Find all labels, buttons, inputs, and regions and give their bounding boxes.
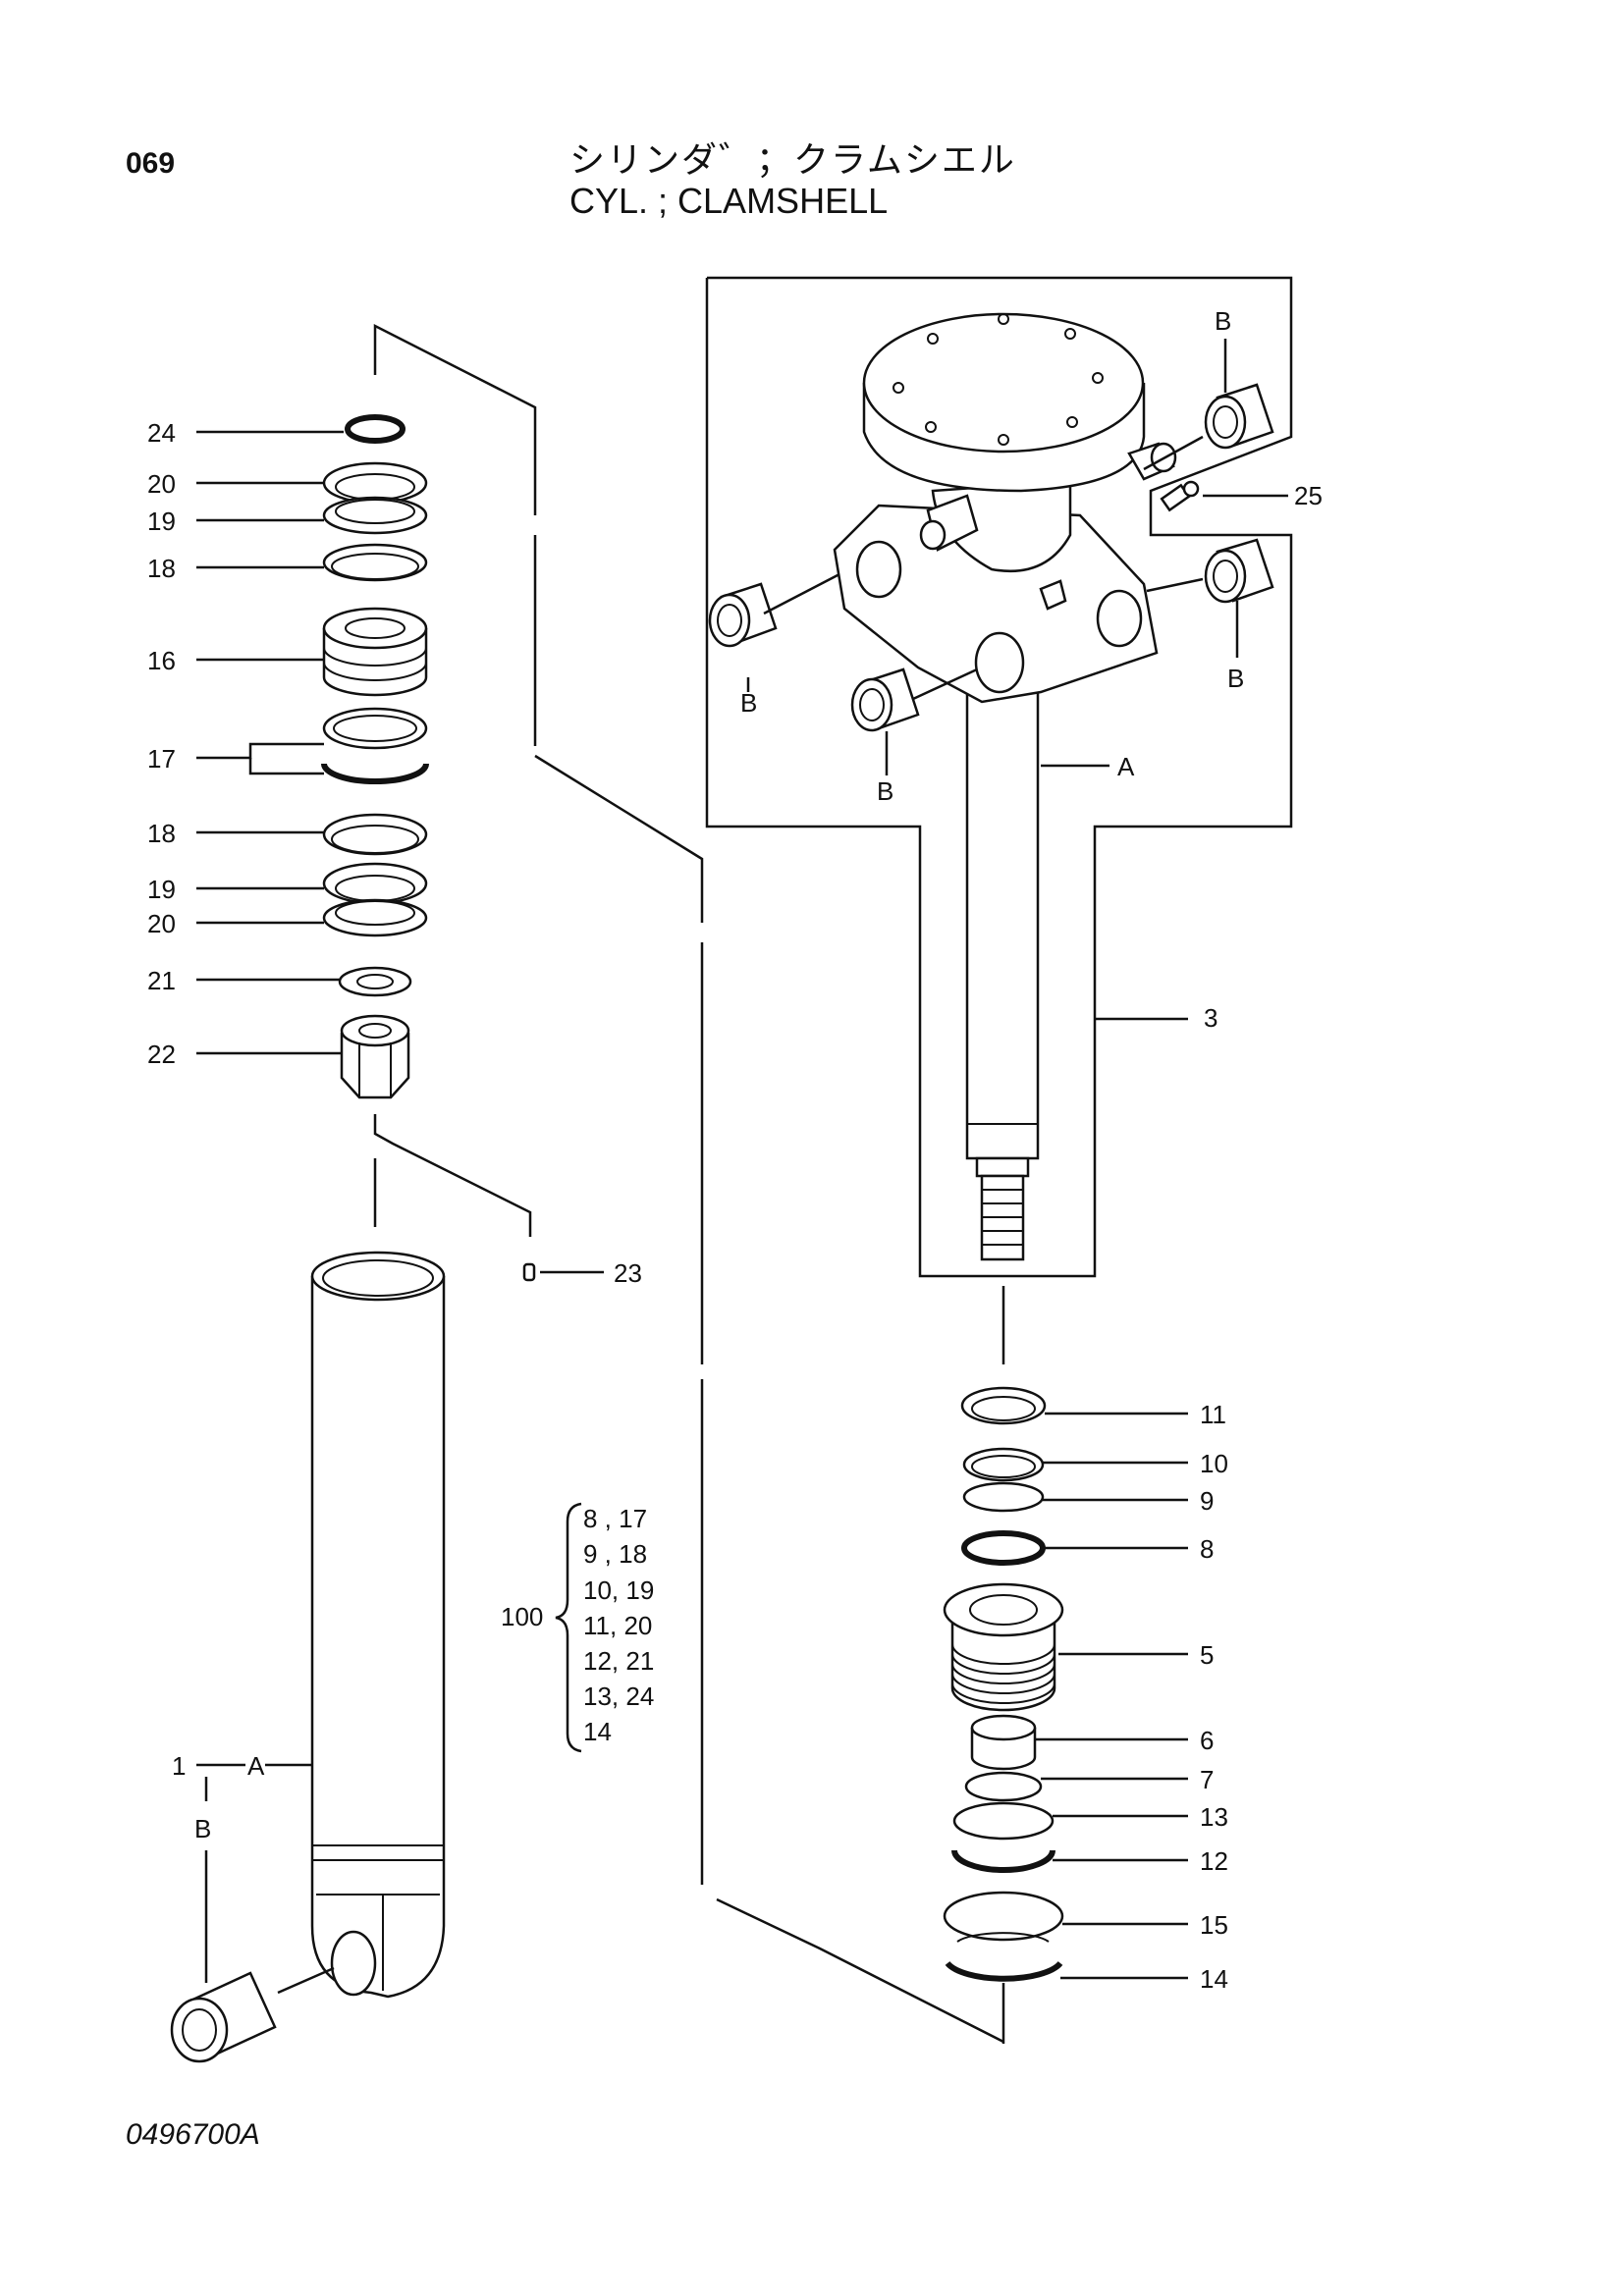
rod-group-outline xyxy=(705,276,1293,1278)
label-a: A xyxy=(1117,752,1135,781)
assembly-path-left xyxy=(373,323,1004,2044)
part-24-oring xyxy=(345,414,406,444)
part-19-seal-upper xyxy=(322,496,428,535)
labels-left: 24 20 19 18 16 17 18 19 20 21 22 23 1 A … xyxy=(147,418,642,1843)
part-8-ring xyxy=(961,1530,1046,1566)
rod-head-clevis xyxy=(833,479,1159,704)
part-7-ring xyxy=(964,1771,1043,1802)
part-25-grease-nipple xyxy=(1160,480,1200,512)
drawing-code: 0496700A xyxy=(126,2118,260,2151)
label-19: 19 xyxy=(147,875,176,904)
label-10: 10 xyxy=(1200,1449,1228,1478)
part-20-backup-ring-lower xyxy=(322,898,428,937)
part-16-piston xyxy=(322,607,428,697)
kit-row: 11, 20 xyxy=(583,1611,652,1640)
label-b: B xyxy=(1215,306,1231,336)
label-11: 11 xyxy=(1200,1400,1226,1429)
bushing-b-left-mid xyxy=(708,582,778,648)
part-21-washer xyxy=(338,966,412,997)
label-23: 23 xyxy=(614,1258,642,1288)
part-3-piston-rod xyxy=(965,666,1040,1261)
label-5: 5 xyxy=(1200,1640,1214,1670)
part-5-rod-cover xyxy=(943,1582,1064,1712)
part-9-ring xyxy=(962,1481,1045,1513)
label-b: B xyxy=(1227,664,1244,693)
kit-100-contents: 100 8 , 17 9 , 18 10, 19 11, 20 12, 21 1… xyxy=(501,1502,654,1753)
part-14-ring xyxy=(945,1960,1063,1982)
kit-row: 12, 21 xyxy=(583,1646,654,1676)
label-18: 18 xyxy=(147,554,176,583)
bushing-b-right-mid xyxy=(1204,538,1274,604)
part-1-cylinder-tube xyxy=(310,1251,446,1999)
link-nut-to-screw xyxy=(373,1114,532,1237)
label-22: 22 xyxy=(147,1040,176,1069)
part-12-ring xyxy=(951,1849,1055,1873)
label-1: 1 xyxy=(172,1751,186,1781)
label-20: 20 xyxy=(147,909,176,938)
label-16: 16 xyxy=(147,646,176,675)
label-25: 25 xyxy=(1294,481,1323,510)
label-15: 15 xyxy=(1200,1910,1228,1940)
part-19-seal-lower xyxy=(322,862,428,905)
part-18-ring-lower xyxy=(322,813,428,856)
label-18: 18 xyxy=(147,819,176,848)
label-20: 20 xyxy=(147,469,176,499)
kit-row: 14 xyxy=(583,1717,612,1746)
part-20-backup-ring-upper xyxy=(322,461,428,505)
title-english: CYL. ; CLAMSHELL xyxy=(569,181,889,221)
kit-row: 10, 19 xyxy=(583,1575,654,1605)
part-22-nut xyxy=(340,1014,410,1099)
label-9: 9 xyxy=(1200,1486,1214,1516)
label-b: B xyxy=(877,776,893,806)
part-13-ring xyxy=(952,1801,1055,1841)
part-18-ring-upper xyxy=(322,543,428,582)
bushing-b-right-top xyxy=(1204,383,1274,450)
label-1-b: B xyxy=(194,1814,211,1843)
part-15-seal xyxy=(943,1891,1064,1943)
leaders-right-lower xyxy=(1035,1412,1188,1980)
label-14: 14 xyxy=(1200,1964,1228,1994)
bushing-b-lower xyxy=(850,667,920,732)
label-1-a: A xyxy=(247,1751,265,1781)
kit-row: 8 , 17 xyxy=(583,1504,647,1533)
label-13: 13 xyxy=(1200,1802,1228,1832)
label-19: 19 xyxy=(147,507,176,536)
labels-right-top: B 25 B B B A 3 xyxy=(740,306,1323,1033)
kit-row: 13, 24 xyxy=(583,1682,654,1711)
label-7: 7 xyxy=(1200,1765,1214,1794)
page-number: 069 xyxy=(126,147,176,180)
label-8: 8 xyxy=(1200,1534,1214,1564)
part-11-dust-wiper xyxy=(960,1386,1047,1425)
label-17: 17 xyxy=(147,744,176,774)
kit-row: 9 , 18 xyxy=(583,1539,647,1569)
label-b: B xyxy=(740,688,757,718)
rod-top-flange xyxy=(862,312,1177,493)
labels-right-lower: 11 10 9 8 5 6 7 13 12 15 14 xyxy=(1200,1400,1228,1994)
label-24: 24 xyxy=(147,418,176,448)
label-12: 12 xyxy=(1200,1846,1228,1876)
part-23-set-screw xyxy=(522,1262,536,1282)
leaders-right-top xyxy=(746,339,1288,1021)
label-6: 6 xyxy=(1200,1726,1214,1755)
label-21: 21 xyxy=(147,966,176,995)
label-3: 3 xyxy=(1204,1003,1217,1033)
leaders-left xyxy=(196,430,604,1983)
part-6-bushing xyxy=(970,1714,1037,1771)
part-10-seal xyxy=(962,1447,1045,1482)
title-japanese: シリンダ゛；クラムシエル xyxy=(569,139,1016,180)
part-17-ring-pair xyxy=(321,707,429,784)
bushing-b-left xyxy=(170,1966,335,2063)
kit-number: 100 xyxy=(501,1602,543,1631)
